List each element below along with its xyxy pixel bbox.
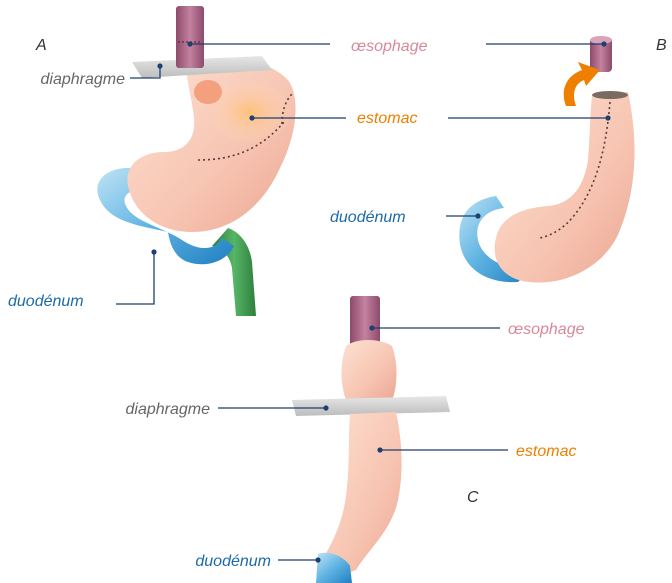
cardia-spot bbox=[194, 80, 222, 104]
panel-c: C œsophage diaphragme estomac duodénum bbox=[126, 296, 585, 583]
label-stomach-a: estomac bbox=[357, 110, 417, 127]
panel-letter-b: B bbox=[656, 37, 667, 54]
panel-a: A œsophage diaphragme estomac duodénum bbox=[8, 6, 428, 316]
label-oesophagus-a: œsophage bbox=[351, 38, 428, 55]
anchor-stomach-b bbox=[605, 115, 610, 120]
label-duodenum-b: duodénum bbox=[330, 209, 406, 226]
anchor-oesophagus-c bbox=[369, 325, 374, 330]
oesophagus-shape-a bbox=[176, 6, 204, 68]
stomach-shape-b bbox=[495, 92, 635, 283]
anchor-oesophagus-b bbox=[601, 41, 606, 46]
small-intestine-shape bbox=[212, 228, 256, 316]
diaphragm-shape-c bbox=[292, 396, 450, 416]
label-diaphragm-c: diaphragme bbox=[126, 401, 211, 418]
panel-letter-c: C bbox=[467, 489, 479, 506]
leader-duodenum-a bbox=[116, 252, 154, 304]
stomach-top-b bbox=[592, 91, 628, 99]
label-duodenum-c: duodénum bbox=[195, 553, 271, 570]
anchor-stomach-c bbox=[377, 447, 382, 452]
panel-letter-a: A bbox=[35, 37, 47, 54]
label-duodenum-a: duodénum bbox=[8, 293, 84, 310]
stomach-pouch-c bbox=[342, 340, 397, 400]
oesophagus-top-b bbox=[590, 36, 612, 44]
anchor-diaphragm-a bbox=[157, 63, 162, 68]
anchor-diaphragm-c bbox=[323, 405, 328, 410]
label-diaphragm-a: diaphragme bbox=[41, 71, 126, 88]
panel-b: B duodénum bbox=[330, 36, 667, 283]
fundus-highlight bbox=[210, 82, 290, 142]
anchor-stomach-a bbox=[249, 115, 254, 120]
anchor-duodenum-c bbox=[315, 557, 320, 562]
label-stomach-c: estomac bbox=[516, 443, 576, 460]
anchor-duodenum-a bbox=[151, 249, 156, 254]
anchor-duodenum-b bbox=[475, 213, 480, 218]
label-oesophagus-c: œsophage bbox=[508, 321, 585, 338]
anchor-oesophagus-a bbox=[187, 41, 192, 46]
